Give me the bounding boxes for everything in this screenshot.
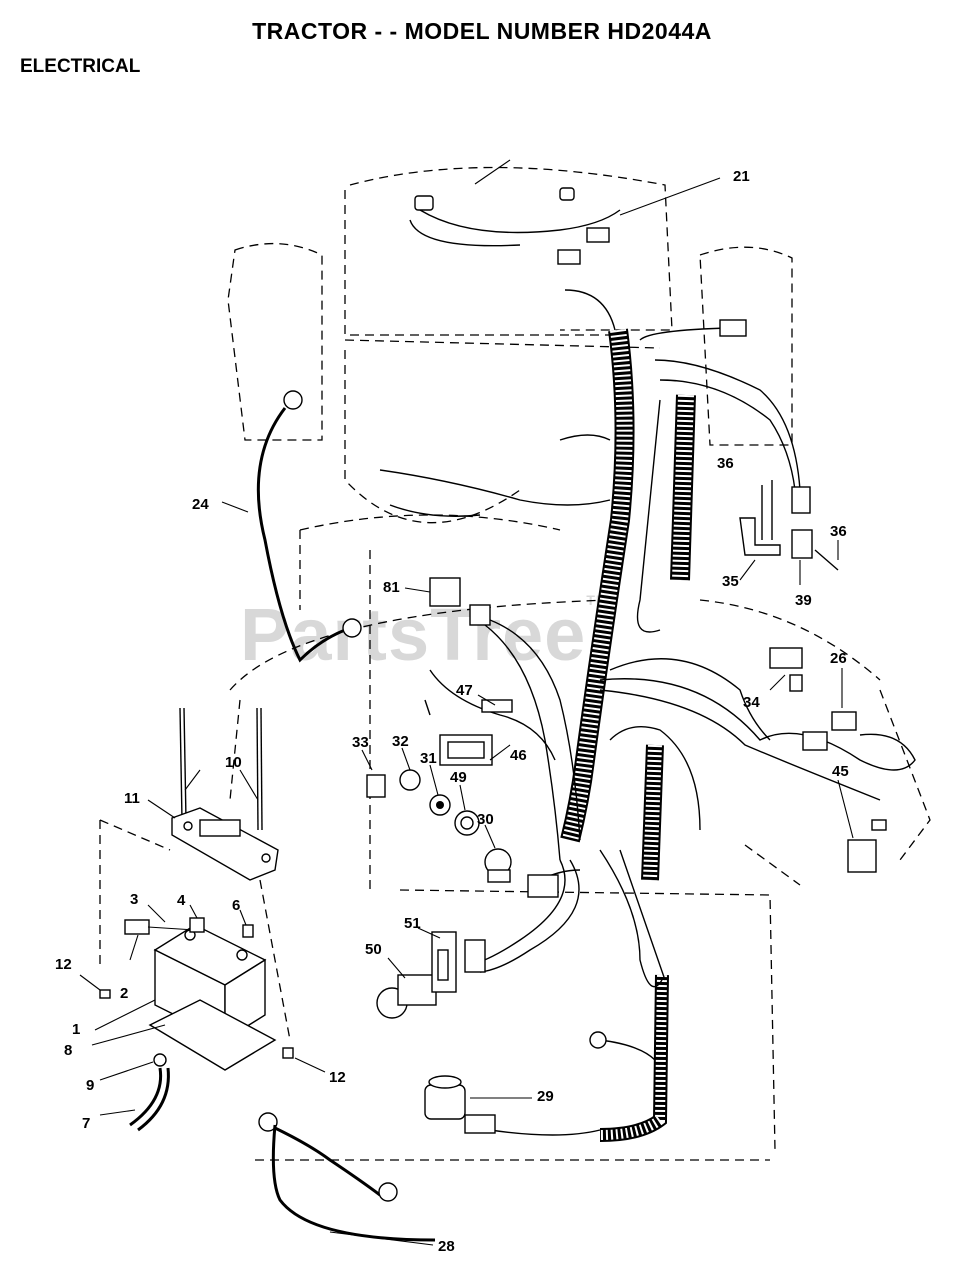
label-7: 7: [82, 1115, 90, 1132]
module-45: [837, 779, 887, 873]
label-49: 49: [450, 769, 467, 786]
label-24: 24: [192, 496, 209, 513]
label-26: 26: [830, 650, 847, 667]
vent-tube-7: [99, 1053, 170, 1132]
label-81: 81: [383, 579, 400, 596]
label-34: 34: [743, 694, 760, 711]
label-45: 45: [832, 763, 849, 780]
label-1: 1: [72, 1021, 80, 1038]
label-21: 21: [733, 168, 750, 185]
label-30: 30: [477, 811, 494, 828]
label-11: 11: [124, 790, 140, 807]
nuts-12: [79, 974, 326, 1073]
harness-conduit-main: [560, 328, 635, 843]
connectors-26: [802, 668, 857, 751]
tractor-outline: [99, 166, 931, 1161]
connector-47-module-46: [439, 694, 513, 766]
label-35: 35: [722, 573, 739, 590]
label-36-top: 36: [717, 455, 734, 472]
part-callout-labels: 21 24 36 36 35 39 81 26 34 47 46 33 32 3…: [55, 168, 849, 1255]
label-36-right: 36: [830, 523, 847, 540]
harness-conduit-right: [670, 394, 696, 581]
battery-tray-8: [91, 999, 277, 1071]
watermark-text: PartsTree: [240, 593, 587, 676]
label-46: 46: [510, 747, 527, 764]
label-47: 47: [456, 682, 473, 699]
label-4: 4: [177, 892, 186, 909]
ignition-switch-stack: [361, 747, 559, 898]
harness-wires: [379, 209, 916, 1136]
label-32: 32: [392, 733, 409, 750]
label-2: 2: [120, 985, 128, 1002]
label-9: 9: [86, 1077, 94, 1094]
ground-cable-24: [221, 390, 362, 663]
relay-81: [404, 577, 491, 626]
label-29: 29: [537, 1088, 554, 1105]
headlight-harness: [414, 159, 747, 337]
section-heading: ELECTRICAL: [20, 56, 141, 77]
label-31: 31: [420, 750, 437, 767]
label-10: 10: [225, 754, 242, 771]
label-12-right: 12: [329, 1069, 346, 1086]
label-8: 8: [64, 1042, 72, 1059]
label-39: 39: [795, 592, 812, 609]
label-12-left: 12: [55, 956, 72, 973]
battery-hold-down: [147, 707, 279, 881]
label-51: 51: [404, 915, 421, 932]
label-33: 33: [352, 734, 369, 751]
battery-cable-28: [258, 1112, 436, 1246]
label-6: 6: [232, 897, 240, 914]
starter-solenoid-29: [424, 1031, 607, 1134]
pto-switch-50: [376, 927, 486, 1019]
switch-34: [769, 647, 803, 692]
label-50: 50: [365, 941, 382, 958]
label-3: 3: [130, 891, 138, 908]
harness-conduit-lower: [599, 744, 669, 1142]
label-28: 28: [438, 1238, 455, 1255]
watermark: PartsTreeTM: [240, 592, 609, 677]
seat-switch-assembly: [739, 480, 839, 585]
diagram-title: TRACTOR - - MODEL NUMBER HD2044A: [252, 18, 712, 44]
